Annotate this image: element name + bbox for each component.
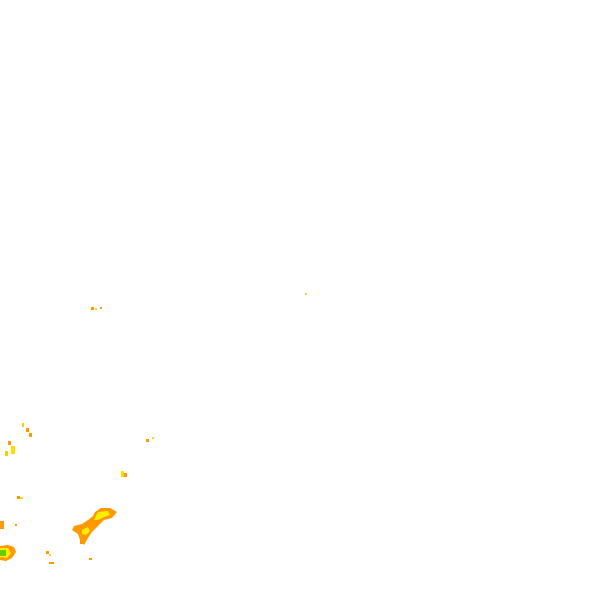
- speck: [26, 428, 29, 432]
- speck: [91, 307, 94, 310]
- speck: [146, 439, 149, 442]
- speck: [305, 293, 307, 295]
- speck: [95, 308, 97, 310]
- speck: [8, 441, 11, 445]
- speck: [80, 540, 84, 544]
- speck: [17, 496, 20, 499]
- speck: [89, 558, 92, 560]
- speck: [5, 451, 8, 456]
- speck: [49, 562, 54, 564]
- speck: [0, 521, 4, 529]
- cluster-bottom-left: [0, 521, 92, 564]
- speck-green: [0, 550, 6, 556]
- speck: [11, 446, 15, 454]
- speck: [22, 423, 24, 427]
- speck: [20, 497, 23, 499]
- speck: [15, 524, 17, 526]
- speck: [29, 433, 32, 437]
- speck: [152, 437, 154, 439]
- speck-cluster-top: [91, 293, 307, 310]
- speck: [124, 473, 127, 477]
- cluster-main-blob: [72, 508, 117, 545]
- speck: [121, 471, 124, 477]
- blob-yellow: [94, 511, 110, 520]
- speck: [100, 307, 102, 309]
- blob-orange: [72, 508, 117, 545]
- blob-yellow: [82, 527, 90, 535]
- speck: [46, 551, 49, 554]
- cluster-left-upper: [5, 423, 154, 499]
- speck: [49, 554, 51, 556]
